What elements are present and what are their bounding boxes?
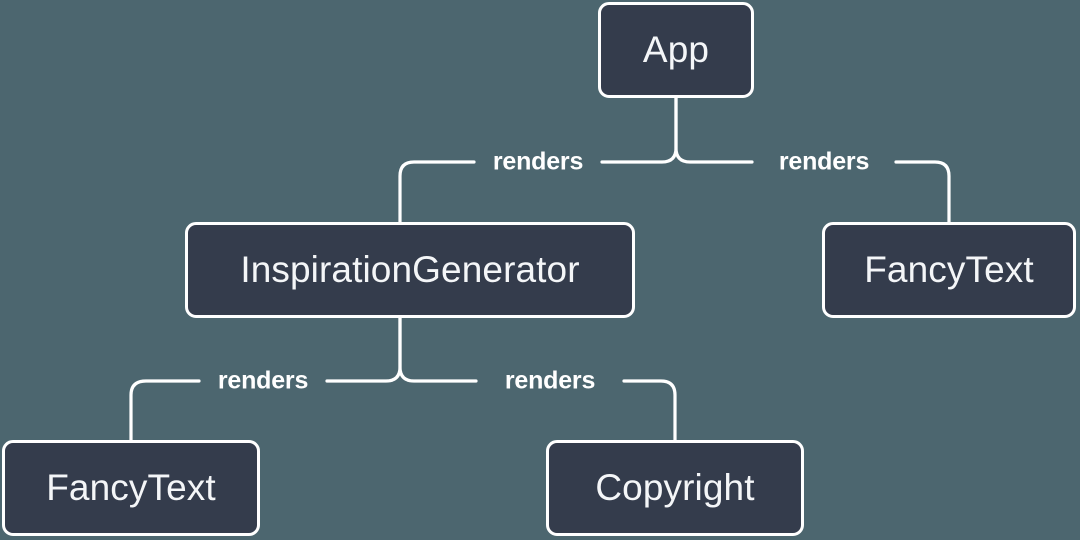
edge-label-app-to-inspiration-generator: renders — [492, 147, 584, 176]
node-label: Copyright — [595, 467, 755, 508]
node-label: FancyText — [46, 467, 216, 508]
edge-label-inspiration-to-fancytext-bottom: renders — [217, 366, 309, 395]
node-app[interactable]: App — [598, 2, 754, 98]
node-copyright[interactable]: Copyright — [546, 440, 804, 536]
node-fancytext-bottom[interactable]: FancyText — [2, 440, 260, 536]
node-label: InspirationGenerator — [240, 249, 580, 290]
node-label: FancyText — [864, 249, 1034, 290]
node-fancytext-right[interactable]: FancyText — [822, 222, 1076, 318]
edge-label-inspiration-to-copyright: renders — [504, 366, 596, 395]
edge-label-app-to-fancytext-right: renders — [778, 147, 870, 176]
node-inspiration-generator[interactable]: InspirationGenerator — [185, 222, 635, 318]
node-label: App — [642, 29, 710, 70]
